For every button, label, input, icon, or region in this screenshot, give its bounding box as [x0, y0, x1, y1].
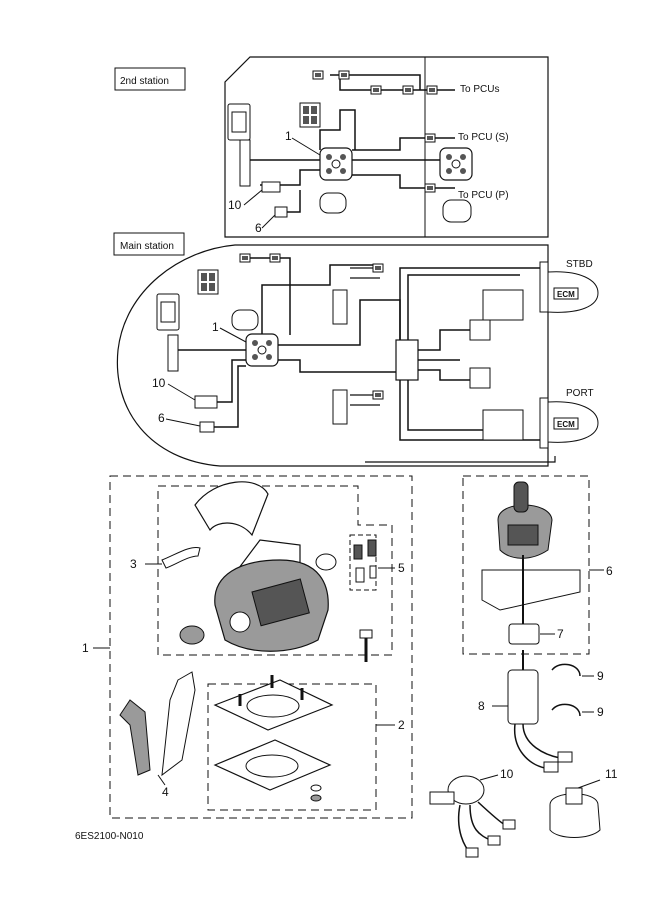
- main-station-label: Main station: [120, 241, 174, 252]
- part-4-mount-bracket: [119, 699, 151, 776]
- side-cap: [315, 553, 337, 571]
- callout-6: 6: [606, 564, 613, 578]
- stbd-label: STBD: [566, 259, 593, 270]
- ecm-label-port: ECM: [557, 420, 575, 429]
- actuator-port: [482, 409, 524, 441]
- callout-1-main: 1: [212, 320, 219, 334]
- remote-box-2nd: [439, 147, 473, 181]
- part-7-nut: [508, 623, 540, 645]
- control-unit-2nd: [319, 147, 353, 181]
- pcu-s-box: [469, 319, 491, 341]
- ecm-label-stbd: ECM: [557, 290, 575, 299]
- callout-3: 3: [130, 557, 137, 571]
- hub-2nd: [239, 139, 251, 187]
- grip-2nd-b: [442, 199, 472, 223]
- control-unit-main: [245, 333, 279, 367]
- callout-1-top: 1: [285, 129, 292, 143]
- to-pcus-label: To PCUs: [460, 84, 499, 95]
- joystick-knob: [513, 481, 529, 513]
- to-pcu-s-label: To PCU (S): [458, 132, 509, 143]
- to-pcu-p-label: To PCU (P): [458, 190, 509, 201]
- callout-9-a: 9: [597, 669, 604, 683]
- exploded-view: 3 5 2 4 1: [75, 475, 618, 858]
- part-11-buzzer: [549, 793, 601, 838]
- part-10-lever-sensor: [447, 775, 485, 805]
- second-station-panel: 2nd station To PCUs To PCU (S) To PCU (P…: [114, 56, 549, 238]
- callout-6-main: 6: [158, 411, 165, 425]
- connector-2nd: [274, 206, 288, 218]
- callout-10-main: 10: [152, 376, 166, 390]
- relay-upper: [332, 289, 348, 325]
- main-station-panel: Main station ECM ECM STBD: [113, 232, 599, 467]
- grip-2nd-a: [319, 192, 347, 214]
- port-label: PORT: [566, 388, 594, 399]
- callout-4: 4: [162, 785, 169, 799]
- relay-lower: [332, 389, 348, 425]
- main-station-tag: [113, 232, 185, 256]
- lever-sensor-2nd: [261, 181, 281, 193]
- callout-7: 7: [557, 627, 564, 641]
- pcu-p-box: [469, 367, 491, 389]
- callout-10-top: 10: [228, 198, 242, 212]
- actuator-stbd: [482, 289, 524, 321]
- part-9-clip-b: [551, 703, 581, 717]
- connector-main: [199, 421, 215, 433]
- footer-code: 6ES2100-N010: [75, 831, 144, 842]
- hub-main: [167, 334, 179, 372]
- second-station-tag: [114, 67, 186, 91]
- side-knob: [179, 625, 205, 645]
- grip-main: [231, 309, 259, 331]
- callout-2: 2: [398, 718, 405, 732]
- callout-6-top: 6: [255, 221, 262, 235]
- callout-5: 5: [398, 561, 405, 575]
- junction-box: [395, 339, 419, 381]
- callout-1: 1: [82, 641, 89, 655]
- part-8-sensor: [507, 669, 539, 725]
- callout-9-b: 9: [597, 705, 604, 719]
- second-station-label: 2nd station: [120, 76, 169, 87]
- callout-10: 10: [500, 767, 514, 781]
- top-cover: [194, 481, 269, 537]
- lever-sensor-main: [194, 395, 218, 409]
- joystick-plate: [481, 569, 581, 611]
- callout-11: 11: [605, 767, 618, 781]
- part-9-clip-a: [551, 663, 581, 677]
- part-3-bracket: [161, 546, 201, 569]
- callout-8: 8: [478, 699, 485, 713]
